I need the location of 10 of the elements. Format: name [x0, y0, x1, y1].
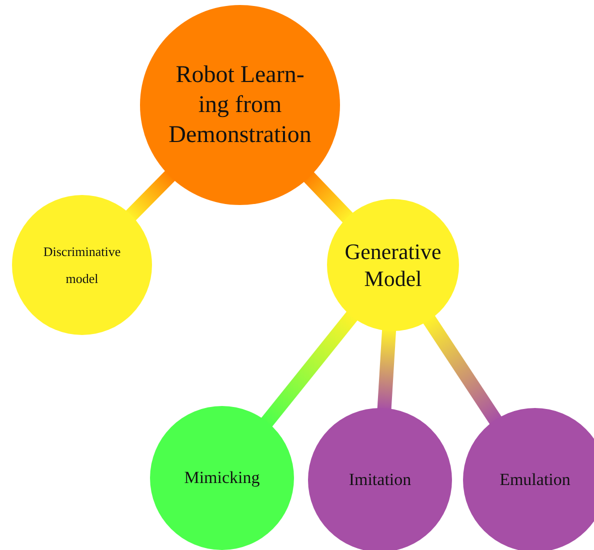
node-label: Mimicking: [183, 468, 261, 488]
node-label: Emulation: [498, 470, 572, 490]
node-label: Imitation: [348, 470, 412, 490]
connector: [302, 170, 354, 224]
connector: [260, 310, 358, 428]
node-label: Discriminative model: [42, 242, 122, 288]
node-label: Generative Model: [344, 238, 442, 292]
node-label: Robot Learn-ing from Demonstration: [168, 61, 312, 150]
connector: [377, 328, 396, 411]
connector: [124, 170, 176, 222]
